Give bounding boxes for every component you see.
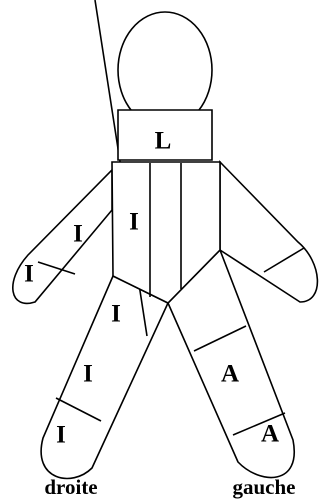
label-right-leg-middle: I [83,361,93,388]
label-right-leg-upper: I [111,301,121,328]
label-torso: I [129,209,139,236]
label-right-arm-upper: I [73,221,83,248]
left-arm [220,162,317,302]
left-arm-outline [220,162,317,302]
label-right-arm-hand: I [24,261,34,288]
label-left-leg-lower: A [261,421,279,448]
label-left-leg-middle: A [221,361,239,388]
label-neck: L [155,128,172,155]
label-right-leg-lower: I [56,422,66,449]
caption-right: droite [44,475,97,499]
caption-left: gauche [233,475,296,499]
